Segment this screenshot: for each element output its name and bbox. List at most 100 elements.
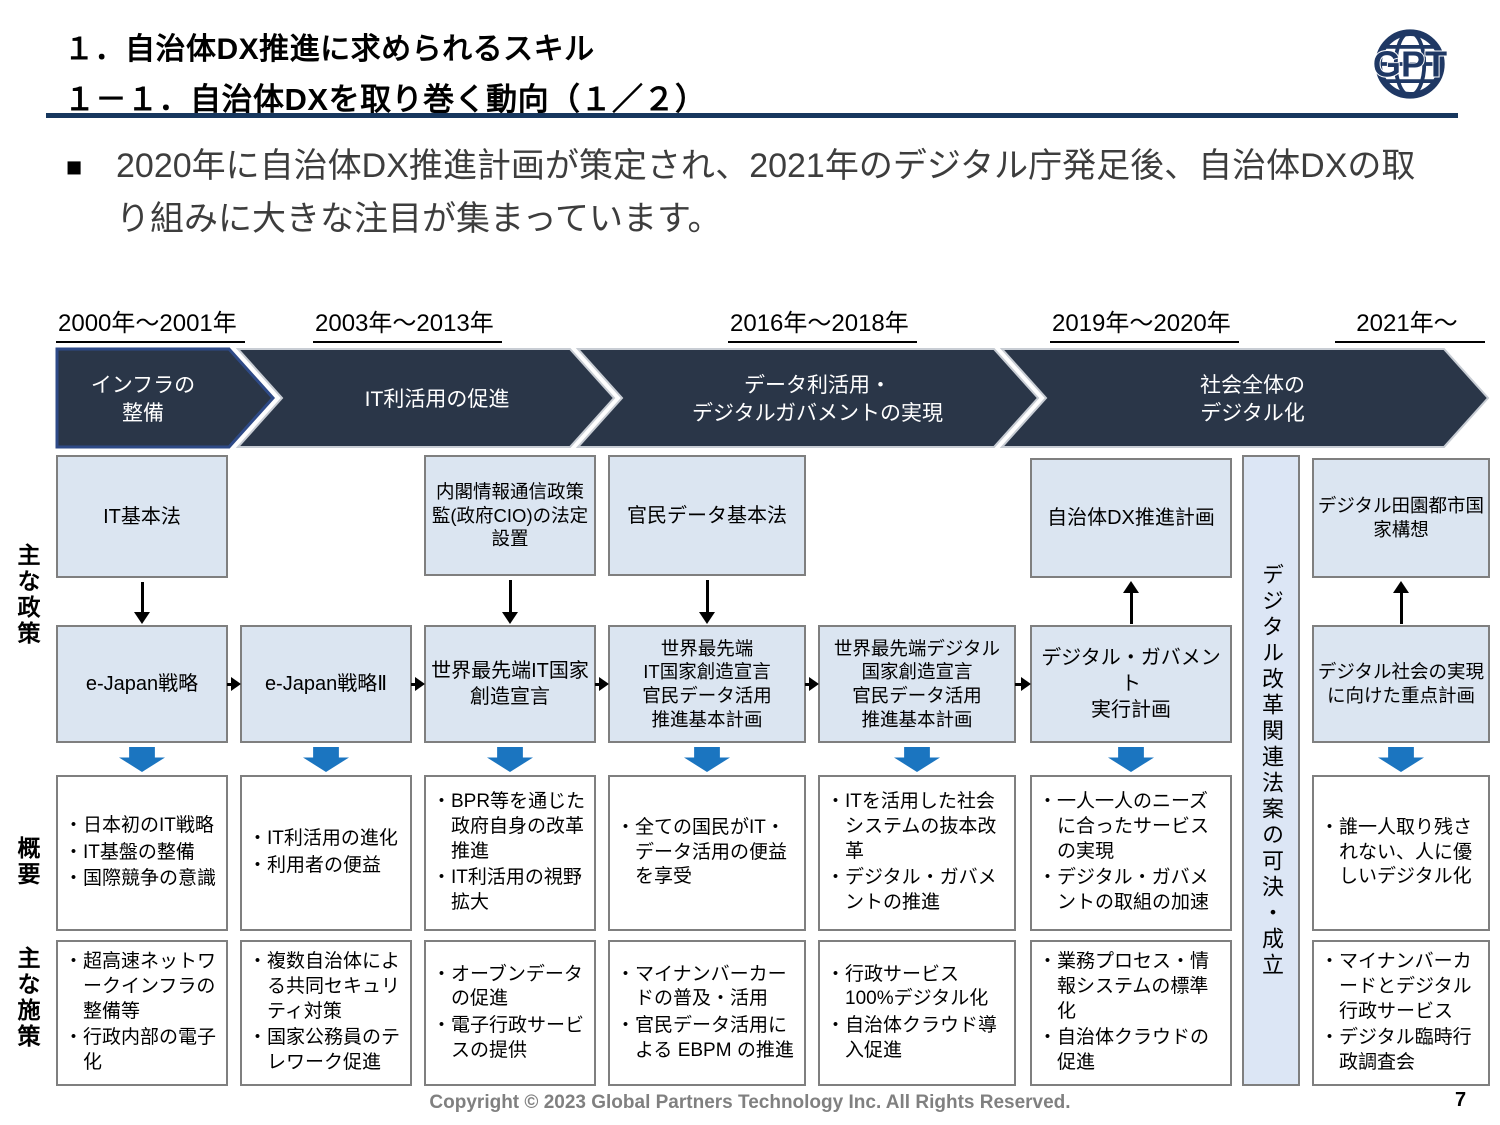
bullet-marker: ・ — [1320, 951, 1340, 973]
list-item: ・マイナンバーカードの普及・活用 — [616, 963, 787, 1010]
down-arrow-icon — [134, 582, 150, 624]
lead-statement: ■ 2020年に自治体DX推進計画が策定され、2021年のデジタル庁発足後、自治… — [66, 140, 1456, 245]
bullet-marker: ・ — [248, 828, 268, 850]
policy-box-digital-nation-data-plan: 世界最先端デジタル 国家創造宣言 官民データ活用 推進基本計画 — [818, 625, 1016, 743]
overview-box: ・BPR等を通じた政府自身の改革推進 ・IT利活用の視野拡大 — [424, 775, 596, 931]
bullet-marker: ・ — [64, 951, 84, 973]
overview-box: ・誰一人取り残されない、人に優しいデジタル化 — [1312, 775, 1490, 931]
phase-label-it-promotion: IT利活用の促進 — [364, 387, 510, 411]
policy-box-digital-government-plan: デジタル・ガバメント 実行計画 — [1030, 625, 1232, 743]
bullet-marker: ・ — [64, 814, 84, 836]
measures-box: ・行政サービス 100%デジタル化 ・自治体クラウド導入促進 — [818, 940, 1016, 1086]
measures-box: ・超高速ネットワークインフラの整備等 ・行政内部の電子化 — [56, 940, 228, 1086]
bullet-marker: ・ — [616, 963, 636, 985]
list-item: ・マイナンバーカードとデジタル行政サービス — [1320, 951, 1472, 1022]
bullet-marker: ・ — [432, 867, 452, 889]
bullet-marker: ・ — [432, 791, 452, 813]
policy-box-it-nation-data-plan: 世界最先端 IT国家創造宣言 官民データ活用 推進基本計画 — [608, 625, 806, 743]
list-item: ・ITを活用した社会システムの抜本改革 — [826, 791, 997, 862]
measures-box: ・オーブンデータの促進 ・電子行政サービスの提供 — [424, 940, 596, 1086]
blue-down-arrow-icon — [303, 747, 349, 772]
measures-box: ・マイナンバーカードの普及・活用 ・官民データ活用による EBPM の推進 — [608, 940, 806, 1086]
list-item: ・複数自治体による共同セキュリティ対策 — [248, 951, 401, 1022]
list-item: ・BPR等を通じた政府自身の改革推進 — [432, 791, 586, 862]
title-divider — [46, 113, 1458, 118]
right-arrow-icon — [227, 677, 241, 691]
top-box-municipal-dx-plan: 自治体DX推進計画 — [1030, 458, 1232, 578]
right-arrow-icon — [411, 677, 425, 691]
list-item: ・デジタル・ガバメントの取組の加速 — [1038, 867, 1210, 914]
phase-label-society-digital: 社会全体の デジタル化 — [1200, 373, 1305, 425]
up-arrow-icon — [1393, 581, 1409, 624]
overview-box: ・日本初のIT戦略 ・IT基盤の整備 ・国際競争の意識 — [56, 775, 228, 931]
digital-reform-bill-text: デジタル改革関連法案の可決・成立 — [1259, 562, 1284, 979]
list-item: ・IT利活用の視野拡大 — [432, 867, 582, 914]
phase-label-infrastructure: インフラの 整備 — [90, 373, 196, 425]
policy-box-e-japan: e-Japan戦略 — [56, 625, 228, 743]
period-2003-2013: 2003年～2013年 — [313, 303, 502, 343]
blue-down-arrow-icon — [684, 747, 730, 772]
down-arrow-icon — [502, 580, 518, 624]
list-item: ・オーブンデータの促進 — [432, 963, 583, 1010]
list-item: ・自治体クラウドの促進 — [1038, 1027, 1210, 1074]
list-item: ・国家公務員のテレワーク促進 — [248, 1027, 401, 1074]
top-box-it-basic-law: IT基本法 — [56, 455, 228, 578]
down-arrow-icon — [699, 580, 715, 624]
digital-reform-bill-bar: デジタル改革関連法案の可決・成立 — [1242, 455, 1300, 1086]
policy-box-digital-society-priority-plan: デジタル社会の実現に向けた重点計画 — [1312, 625, 1490, 743]
bullet-marker: ・ — [826, 963, 846, 985]
overview-box: ・全ての国民がIT・データ活用の便益を享受 — [608, 775, 806, 931]
row-label-main-measures: 主な施策 — [14, 946, 40, 1050]
right-arrow-icon — [1015, 677, 1031, 691]
bullet-marker: ・ — [248, 1027, 268, 1049]
list-item: ・行政サービス 100%デジタル化 — [826, 963, 989, 1010]
list-item: ・一人一人のニーズに合ったサービスの実現 — [1038, 791, 1210, 862]
overview-box: ・一人一人のニーズに合ったサービスの実現 ・デジタル・ガバメントの取組の加速 — [1030, 775, 1232, 931]
bullet-marker: ・ — [248, 951, 268, 973]
up-arrow-icon — [1123, 581, 1139, 624]
policy-box-it-nation-declaration: 世界最先端IT国家創造宣言 — [424, 625, 596, 743]
measures-box: ・業務プロセス・情報システムの標準化 ・自治体クラウドの促進 — [1030, 940, 1232, 1086]
list-item: ・行政内部の電子化 — [64, 1027, 217, 1074]
bullet-marker: ・ — [826, 791, 846, 813]
copyright-text: Copyright © 2023 Global Partners Technol… — [429, 1092, 1071, 1113]
blue-down-arrow-icon — [894, 747, 940, 772]
blue-down-arrow-icon — [1108, 747, 1154, 772]
top-box-gov-cio: 内閣情報通信政策監(政府CIO)の法定設置 — [424, 455, 596, 576]
top-box-public-private-data-law: 官民データ基本法 — [608, 455, 806, 576]
chevron-it-promotion — [235, 348, 616, 448]
gpt-globe-logo: GPT — [1372, 25, 1448, 103]
period-2019-2020: 2019年～2020年 — [1050, 303, 1239, 343]
list-item: ・誰一人取り残されない、人に優しいデジタル化 — [1320, 816, 1473, 888]
bullet-marker: ・ — [432, 963, 452, 985]
bullet-marker: ・ — [64, 868, 84, 890]
period-2021: 2021年～ — [1335, 303, 1485, 343]
bullet-marker: ・ — [1038, 951, 1058, 973]
measures-box: ・複数自治体による共同セキュリティ対策 ・国家公務員のテレワーク促進 — [240, 940, 412, 1086]
overview-box: ・ITを活用した社会システムの抜本改革 ・デジタル・ガバメントの推進 — [818, 775, 1016, 931]
list-item: ・利用者の便益 — [248, 854, 404, 879]
blue-down-arrow-icon — [487, 747, 533, 772]
list-item: ・全ての国民がIT・データ活用の便益を享受 — [616, 816, 788, 888]
page-subtitle: １－１．自治体DXを取り巻く動向（１／２） — [64, 82, 707, 117]
bullet-marker: ・ — [1038, 791, 1058, 813]
top-box-digital-garden-city: デジタル田園都市国家構想 — [1312, 458, 1490, 578]
bullet-marker: ・ — [826, 867, 846, 889]
blue-down-arrow-icon — [119, 747, 165, 772]
bullet-marker: ・ — [1320, 816, 1340, 838]
page-title: １．自治体DX推進に求められるスキル — [64, 33, 595, 66]
bullet-marker: ・ — [1320, 1027, 1340, 1049]
bullet-marker: ・ — [616, 1015, 636, 1036]
right-arrow-icon — [805, 677, 819, 691]
list-item: ・デジタル臨時行政調査会 — [1320, 1027, 1472, 1074]
bullet-marker: ・ — [1038, 867, 1058, 889]
square-bullet-marker: ■ — [66, 152, 83, 182]
bullet-marker: ・ — [616, 816, 636, 838]
list-item: ・超高速ネットワークインフラの整備等 — [64, 951, 217, 1022]
list-item: ・自治体クラウド導入促進 — [826, 1015, 998, 1061]
list-item: ・業務プロセス・情報システムの標準化 — [1038, 951, 1210, 1022]
right-arrow-icon — [595, 677, 609, 691]
phase-label-data-gov: データ利活用・ デジタルガバメントの実現 — [692, 373, 943, 425]
chevron-data-gov — [575, 348, 1040, 448]
list-item: ・電子行政サービスの提供 — [432, 1015, 585, 1061]
